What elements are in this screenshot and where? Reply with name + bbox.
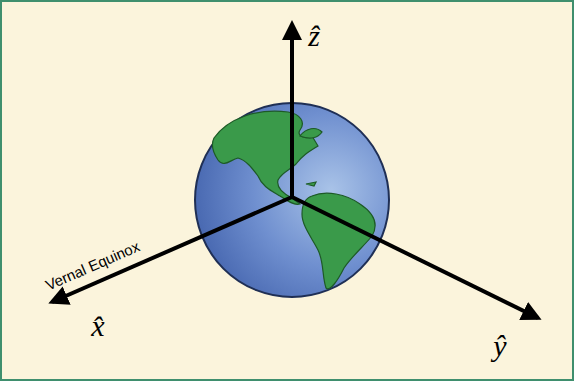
axis-label: ŷ (493, 331, 506, 361)
axis-label: ẑ (308, 21, 320, 51)
axis-label: x̂ (91, 311, 104, 341)
